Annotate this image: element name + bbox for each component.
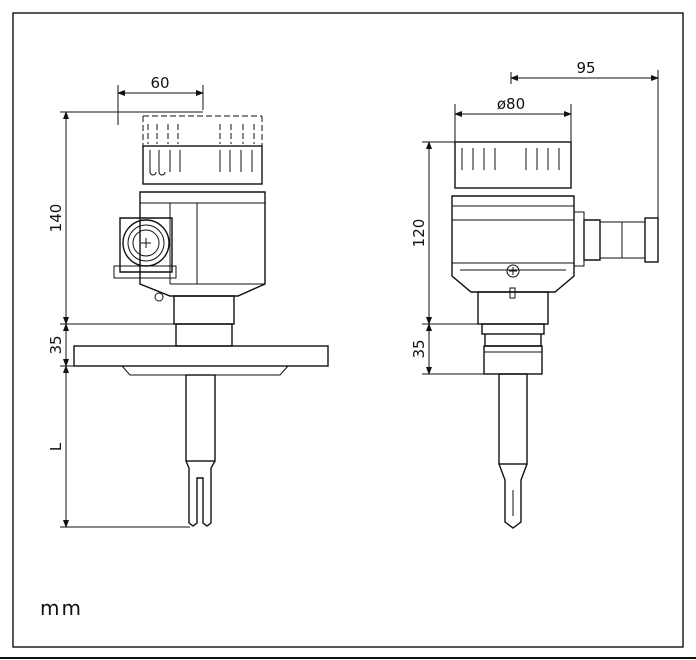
right-overall-width-label: 95 [576,59,595,77]
right-diameter-label: ø80 [497,95,525,113]
right-probe [498,373,528,529]
left-height-dimension: 140 35 L [47,111,203,528]
unit-label: mm [40,596,83,620]
left-length-label: L [47,442,65,451]
left-neck [173,295,235,347]
right-housing-height-label: 120 [410,219,428,248]
right-thread-height-label: 35 [410,339,428,358]
left-cap-outline [142,115,263,146]
right-housing [451,195,575,299]
right-view-device [451,141,659,529]
left-cap [142,145,263,185]
right-height-dimension: 120 35 [410,141,484,375]
left-probe [185,374,216,527]
left-flange [73,345,329,376]
left-housing-height-label: 140 [47,204,65,233]
right-neck [477,291,549,375]
left-width-label: 60 [150,74,169,92]
left-flange-height-label: 35 [47,335,65,354]
left-view-device [73,115,329,527]
right-cable-gland [573,211,659,267]
right-cap [454,141,572,189]
right-overall-width-dimension: 95 [510,59,659,218]
right-diameter-dimension: ø80 [454,95,572,142]
left-cable-gland [113,217,177,302]
drawing-frame [12,12,684,648]
left-housing [139,191,266,297]
left-width-dimension: 60 [117,74,204,125]
